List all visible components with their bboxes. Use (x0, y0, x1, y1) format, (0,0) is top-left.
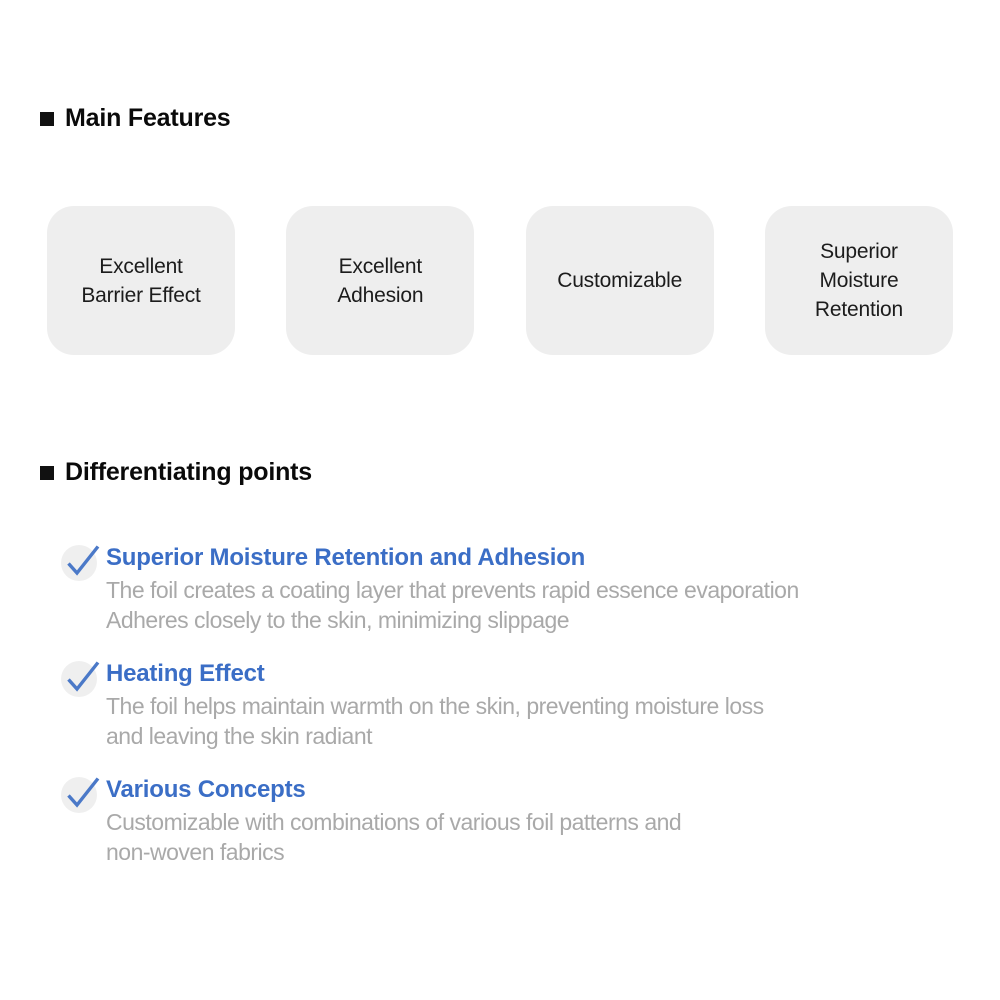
differentiating-points-list: Superior Moisture Retention and Adhesion… (60, 541, 970, 889)
point-title: Various Concepts (106, 776, 306, 803)
feature-card-customizable: Customizable (525, 206, 714, 355)
section-title: Differentiating points (65, 458, 312, 486)
differentiating-points-heading: Differentiating points (40, 458, 312, 487)
check-icon (61, 777, 100, 813)
point-body: The foil creates a coating layer that pr… (106, 577, 799, 633)
feature-card-moisture: Superior Moisture Retention (764, 206, 953, 355)
point-item-heating-effect: Heating Effect The foil helps maintain w… (60, 657, 970, 751)
feature-card-barrier: Excellent Barrier Effect (47, 206, 235, 355)
feature-card-adhesion: Excellent Adhesion (286, 206, 475, 355)
point-title: Superior Moisture Retention and Adhesion (106, 544, 586, 571)
check-icon (61, 661, 100, 697)
point-body: Customizable with combinations of variou… (106, 809, 682, 865)
point-title: Heating Effect (106, 660, 265, 687)
section-title: Main Features (65, 104, 231, 132)
check-icon (61, 545, 100, 581)
bullet-square-icon (40, 465, 54, 480)
feature-cards-row: Excellent Barrier Effect Excellent Adhes… (47, 206, 953, 355)
main-features-heading: Main Features (40, 104, 231, 133)
point-item-moisture-adhesion: Superior Moisture Retention and Adhesion… (60, 541, 970, 635)
point-body: The foil helps maintain warmth on the sk… (106, 693, 764, 749)
point-item-various-concepts: Various Concepts Customizable with combi… (60, 773, 970, 867)
bullet-square-icon (40, 111, 54, 126)
